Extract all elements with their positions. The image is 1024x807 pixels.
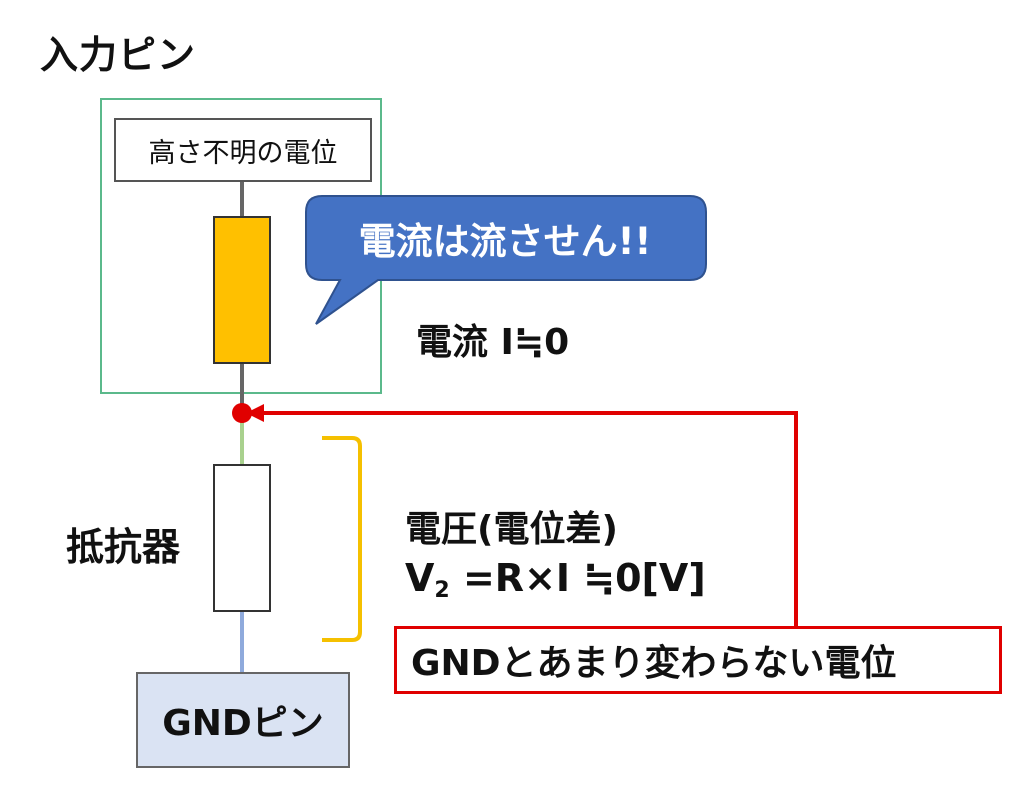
voltage-bracket: [322, 436, 362, 642]
wire-middle: [240, 364, 244, 412]
page-title: 入力ピン: [40, 33, 197, 77]
wire-to-resistor: [240, 412, 244, 464]
voltage-symbol: V: [405, 556, 435, 600]
voltage-formula: V2 =R×I ≒0[V]: [405, 556, 706, 603]
callout-text: 電流は流させん!!: [358, 220, 652, 263]
resistor-label: 抵抗器: [66, 525, 181, 569]
gnd-pin-box: GNDピン: [136, 672, 350, 768]
current-label: 電流 I≒0: [416, 322, 570, 363]
gnd-potential-note: GNDとあまり変わらない電位: [394, 626, 1002, 694]
node-dot: [232, 403, 252, 423]
voltage-equation: =R×I ≒0[V]: [449, 556, 706, 600]
wire-to-gnd: [240, 612, 244, 672]
voltage-title: 電圧(電位差): [405, 509, 618, 550]
wire-top: [240, 182, 244, 216]
pulldown-resistor: [213, 464, 271, 612]
unknown-potential-box: 高さ不明の電位: [114, 118, 372, 182]
input-resistor: [213, 216, 271, 364]
voltage-subscript: 2: [434, 578, 450, 603]
